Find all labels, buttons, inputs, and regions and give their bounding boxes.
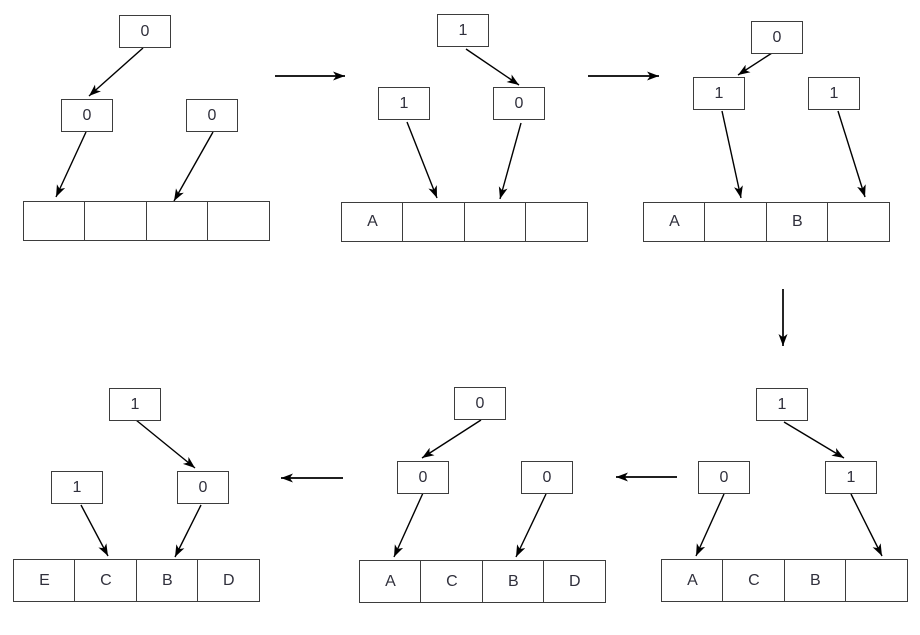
- array-cell: [145, 201, 209, 241]
- tree-left-child-node: 1: [378, 87, 430, 120]
- array-cell: B: [783, 559, 847, 602]
- tree-left-child-node: 1: [693, 77, 745, 110]
- array-cell: B: [135, 559, 199, 602]
- array-cell: [207, 201, 271, 241]
- array-cell: C: [74, 559, 138, 602]
- arrow-right-child-to-cell-3: [498, 122, 522, 200]
- array-cell: C: [722, 559, 786, 602]
- arrow-root-to-left-child: [88, 47, 144, 97]
- array-cell: [827, 202, 891, 242]
- tree-right-child-node: 1: [825, 461, 877, 494]
- tree-root-node: 1: [437, 14, 489, 47]
- arrow-root-to-right-child: [465, 48, 520, 86]
- array-cell: [23, 201, 86, 241]
- array-cell: B: [481, 560, 545, 603]
- tree-root-node: 0: [119, 15, 171, 48]
- arrow-root-to-right-child: [783, 421, 845, 459]
- array-cell: A: [661, 559, 724, 602]
- arrow-left-child-to-cell-1: [55, 131, 87, 198]
- tree-left-child-node: 1: [51, 471, 103, 504]
- arrow-root-to-left-child: [737, 52, 773, 76]
- arrow-root-to-right-child: [135, 419, 196, 469]
- arrow-left-child-to-cell-2: [721, 110, 743, 199]
- arrow-right-child-to-cell-4: [850, 493, 883, 557]
- tree-root-node: 1: [109, 388, 161, 421]
- tree-left-child-node: 0: [61, 99, 113, 132]
- tree-root-node: 1: [756, 388, 808, 421]
- arrow-right-child-to-cell-3: [515, 493, 547, 558]
- buffer-array: A C B D: [359, 560, 607, 603]
- tree-root-node: 0: [751, 21, 803, 54]
- tree-left-child-node: 0: [397, 461, 449, 494]
- buffer-array: A: [341, 202, 589, 242]
- array-cell: [525, 202, 589, 242]
- arrow-left-child-to-cell-2: [406, 121, 438, 199]
- array-cell: D: [543, 560, 607, 603]
- arrow-left-child-to-cell-1: [695, 493, 725, 557]
- arrow-left-child-to-cell-2: [80, 504, 109, 557]
- buffer-array: A C B: [661, 559, 909, 602]
- tree-right-child-node: 0: [186, 99, 238, 132]
- tree-right-child-node: 1: [808, 77, 860, 110]
- tree-right-child-node: 0: [177, 471, 229, 504]
- tree-root-node: 0: [454, 387, 506, 420]
- arrow-left-child-to-cell-1: [393, 492, 424, 558]
- array-cell: C: [420, 560, 484, 603]
- array-cell: E: [13, 559, 76, 602]
- arrow-right-child-to-cell-3: [173, 131, 214, 202]
- arrow-right-child-to-cell-3: [174, 504, 202, 558]
- array-cell: A: [341, 202, 404, 242]
- array-cell: [845, 559, 909, 602]
- buffer-array: [23, 201, 271, 241]
- array-cell: [402, 202, 466, 242]
- array-cell: A: [359, 560, 422, 603]
- array-cell: A: [643, 202, 706, 242]
- buffer-array: A B: [643, 202, 891, 242]
- tree-right-child-node: 0: [521, 461, 573, 494]
- array-cell: [84, 201, 148, 241]
- arrow-root-to-left-child: [421, 419, 482, 459]
- array-cell: D: [197, 559, 261, 602]
- array-cell: [463, 202, 527, 242]
- array-cell: B: [765, 202, 829, 242]
- array-cell: [704, 202, 768, 242]
- arrow-right-child-to-cell-4: [837, 110, 866, 198]
- buffer-array: E C B D: [13, 559, 261, 602]
- tree-left-child-node: 0: [698, 461, 750, 494]
- tree-right-child-node: 0: [493, 87, 545, 120]
